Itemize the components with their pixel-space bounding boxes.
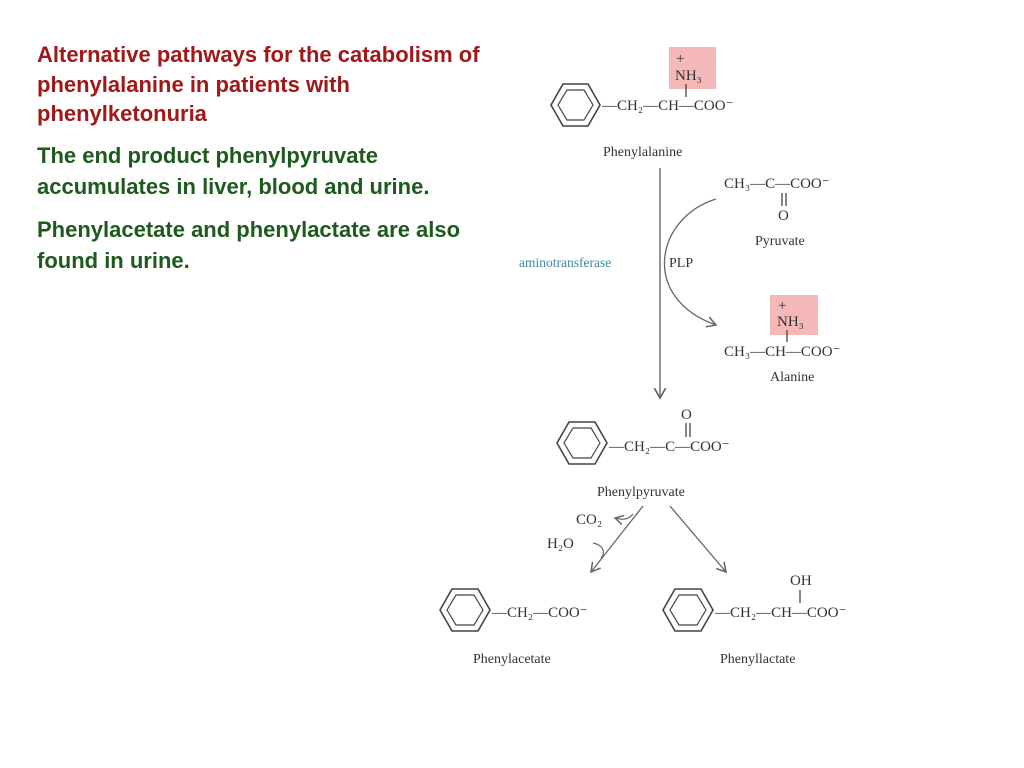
phenylpyruvate-structure: O —CH₂—C—COO⁻ Phenylpyruvate: [556, 407, 730, 500]
arrow-to-phenyllactate: [669, 505, 726, 572]
phenyllactate-benzene-inner: [669, 594, 707, 626]
phenylacetate-label: Phenylacetate: [473, 652, 551, 667]
transamination-arrow: [663, 198, 716, 325]
alanine-structure: + NH₃ CH₃—CH—COO⁻ Alanine: [724, 295, 841, 385]
phenylpyruvate-label: Phenylpyruvate: [597, 485, 685, 500]
phenyllactate-structure: OH —CH₂—CH—COO⁻ Phenyllactate: [662, 573, 847, 667]
phenylpyruvate-benzene-ring: [556, 421, 608, 465]
phenyllactate-hydroxyl: OH: [790, 573, 812, 589]
phenylpyruvate-oxygen: O: [681, 407, 692, 423]
slide-title: Alternative pathways for the catabolism …: [37, 42, 480, 126]
phenylacetate-benzene-inner: [446, 594, 484, 626]
amine-charge: +: [676, 51, 684, 67]
phenyllactate-benzene-ring: [662, 588, 714, 632]
h2o-entry-curve: [592, 542, 604, 559]
h2o-label: H₂O: [547, 536, 574, 552]
amine-highlight: [669, 47, 716, 89]
co2-label: CO₂: [576, 512, 602, 528]
pyruvate-structure: CH₃—C—COO⁻ O Pyruvate: [724, 176, 830, 249]
alanine-amine-highlight: [770, 295, 818, 335]
enzyme-label: aminotransferase: [519, 255, 611, 270]
pyruvate-label: Pyruvate: [755, 234, 805, 249]
benzene-ring: [550, 83, 601, 127]
phenylacetate-chain: —CH₂—COO⁻: [491, 605, 588, 621]
alanine-amine-charge: +: [778, 298, 786, 314]
phenylacetate-structure: —CH₂—COO⁻ Phenylacetate: [439, 588, 588, 667]
phenylpyruvate-benzene-inner: [563, 427, 601, 459]
pyruvate-chain: CH₃—C—COO⁻: [724, 176, 830, 192]
benzene-ring-inner: [557, 89, 594, 121]
phenyllactate-label: Phenyllactate: [720, 652, 795, 667]
paragraph-urine-products: Phenylacetate and phenylactate are also …: [37, 216, 461, 274]
phenylalanine-structure: + NH₃ —CH₂—CH—COO⁻ Phenylalanine: [550, 47, 734, 160]
alanine-label: Alanine: [770, 370, 814, 385]
paragraph-accumulation: The end product phenylpyruvate accumulat…: [37, 142, 430, 200]
cofactor-label: PLP: [669, 256, 693, 271]
phenylacetate-benzene-ring: [439, 588, 491, 632]
arrow-to-phenylacetate: [591, 505, 644, 572]
amine-group: NH₃: [675, 68, 702, 84]
phenyllactate-chain: —CH₂—CH—COO⁻: [714, 605, 847, 621]
co2-release-arrow: [615, 513, 634, 519]
alanine-chain: CH₃—CH—COO⁻: [724, 344, 841, 360]
slide-text: Alternative pathways for the catabolism …: [37, 40, 487, 288]
pyruvate-oxygen: O: [778, 208, 789, 224]
phenylpyruvate-chain: —CH₂—C—COO⁻: [608, 439, 730, 455]
alanine-amine-group: NH₃: [777, 314, 804, 330]
phenylalanine-label: Phenylalanine: [603, 145, 682, 160]
phenylalanine-chain: —CH₂—CH—COO⁻: [601, 98, 734, 114]
